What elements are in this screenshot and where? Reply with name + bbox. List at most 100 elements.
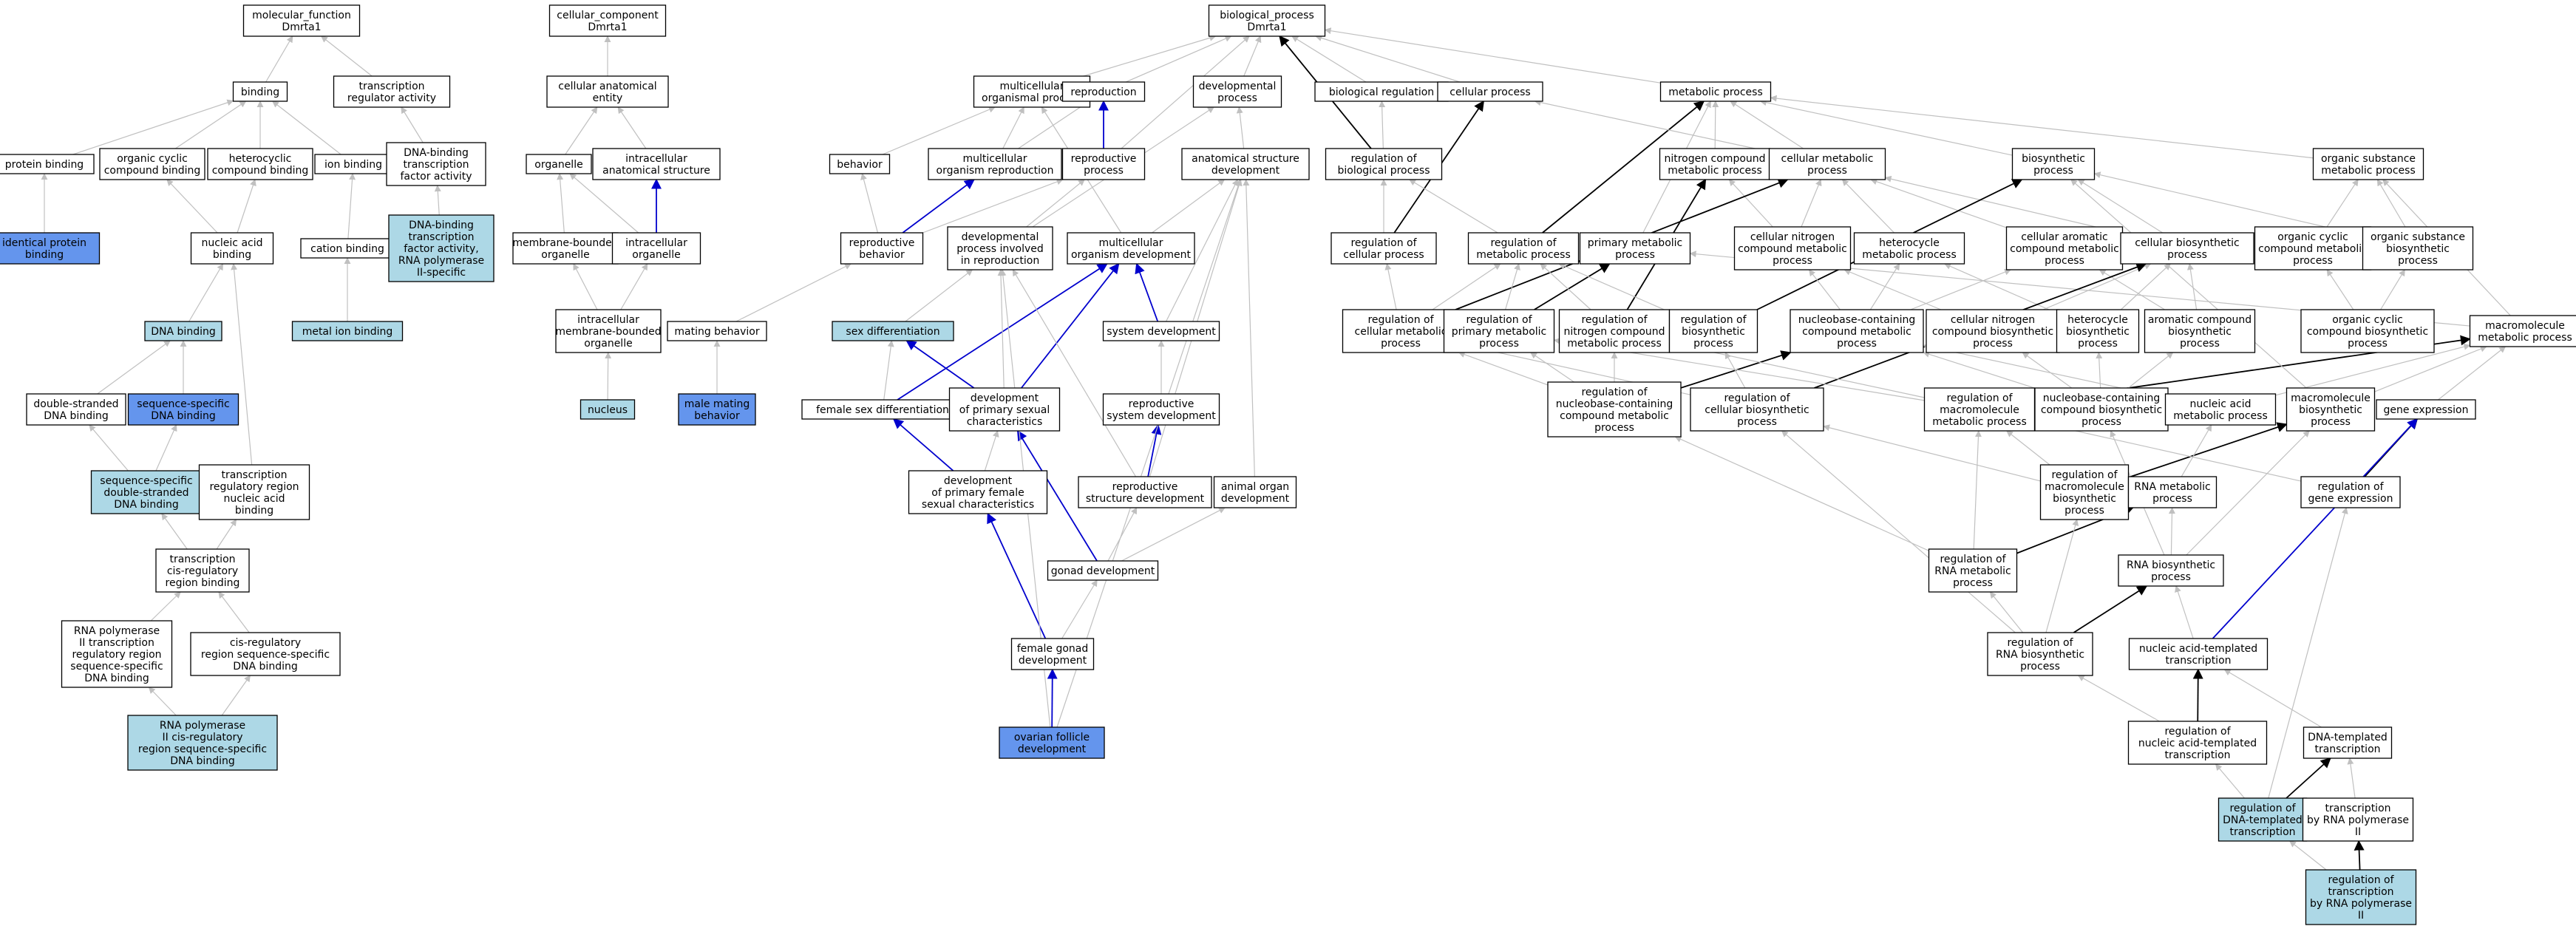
edge-rcbp-to-rbiop	[1724, 352, 1746, 389]
node-label-line: aromatic compound	[2148, 314, 2252, 326]
edge-matb-to-rb	[735, 263, 852, 322]
edge-metp-to-bp	[1324, 27, 1661, 84]
edge-dbtfa-to-tra	[401, 106, 424, 143]
node-box	[2056, 309, 2140, 353]
edge-ge-to-mmp	[2438, 346, 2507, 401]
edge-tra-to-mf	[320, 35, 373, 77]
node-label-line: regulation of	[1581, 387, 1648, 398]
node-box	[2376, 399, 2476, 420]
node-label-line: biosynthetic	[1682, 326, 1745, 338]
node-box	[908, 470, 1048, 514]
edge-ssdsdb-to-ssdb	[155, 424, 177, 471]
node-box	[999, 726, 1105, 759]
node-label-line: organelle	[541, 249, 589, 261]
node-box	[548, 4, 667, 37]
node-label-line: female sex differentiation	[816, 404, 949, 416]
node-label-line: RNA biosynthetic	[1996, 649, 2084, 661]
node-label-line: entity	[593, 92, 623, 104]
node-label-line: sequence-specific	[100, 475, 192, 487]
edge-rbiop-to-rmp	[1558, 263, 1670, 313]
node-label-line: nucleobase-containing	[1556, 398, 1673, 410]
node-label-line: DNA binding	[233, 661, 297, 673]
go-term-node-gd: gonad development	[1047, 560, 1159, 581]
node-box	[1181, 148, 1310, 180]
node-box	[90, 470, 203, 514]
node-box	[207, 148, 313, 180]
node-label-line: binding	[241, 86, 279, 98]
node-label-line: cis-regulatory	[230, 637, 301, 649]
node-layer: molecular_functionDmrta1cellular_compone…	[0, 4, 2576, 925]
edge-hbp-to-cbp	[2120, 263, 2171, 310]
node-label-line: organic cyclic	[2332, 314, 2403, 326]
node-label-line: cellular metabolic	[1355, 326, 1447, 338]
edge-devp-to-bp	[1243, 35, 1262, 77]
node-label-line: biosynthetic	[2386, 243, 2450, 255]
edge-rnabp-to-mbp	[2186, 430, 2310, 556]
edge-imbo-to-mbo	[573, 263, 598, 310]
node-label-line: cellular anatomical	[558, 81, 656, 92]
node-label-line: Dmrta1	[282, 21, 321, 33]
go-term-node-mib: metal ion binding	[291, 321, 404, 341]
node-label-line: identical protein	[2, 237, 86, 249]
node-box	[1668, 309, 1758, 353]
node-box	[1923, 387, 2036, 432]
node-label-line: RNA polymerase	[74, 625, 160, 637]
node-label-line: reproductive	[1071, 153, 1137, 165]
edge-dpfsc-to-fsd	[892, 418, 954, 471]
node-label-line: process	[2033, 165, 2073, 177]
node-label-line: organelle	[534, 159, 582, 171]
edge-rncmp-to-rmp	[1540, 263, 1591, 310]
edge-mbp-to-mmp	[2374, 345, 2487, 392]
node-label-line: DNA-templated	[2308, 732, 2388, 743]
edge-ssdsdb-to-dsdb	[89, 424, 129, 471]
go-term-node-metp: metabolic process	[1659, 81, 1772, 102]
node-box	[1078, 476, 1212, 508]
node-label-line: II-specific	[417, 267, 466, 279]
edge-rnbcmp-to-rcmp	[1458, 351, 1549, 386]
node-label-line: macromolecule	[2291, 392, 2371, 404]
edge-osbp-to-osmp	[2376, 179, 2406, 228]
edge-mbo-to-organelle	[557, 173, 565, 234]
node-label-line: behavior	[859, 249, 905, 261]
node-label-line: process	[1837, 338, 1877, 350]
node-box	[2303, 726, 2393, 759]
edge-rrnabp-to-rmbp	[2045, 519, 2079, 633]
node-label-line: transcription	[408, 231, 474, 243]
node-box	[2302, 797, 2414, 842]
node-box	[26, 393, 126, 426]
node-box	[2254, 226, 2372, 270]
node-box	[2127, 476, 2218, 508]
node-label-line: compound biosynthetic	[1932, 326, 2053, 338]
node-label-line: factor activity	[400, 171, 472, 183]
node-label-line: molecular_function	[252, 10, 351, 21]
edge-sexd-to-dpir	[905, 269, 973, 322]
node-label-line: intracellular	[625, 153, 687, 165]
node-label-line: primary metabolic	[1588, 237, 1683, 249]
node-label-line: process	[1381, 338, 1421, 350]
node-label-line: development	[1019, 655, 1087, 667]
node-label-line: by RNA polymerase	[2307, 814, 2409, 826]
node-box	[840, 232, 924, 265]
edge-rb-to-mor	[902, 179, 975, 234]
edge-ofd-to-asd	[1056, 179, 1242, 728]
node-label-line: nucleobase-containing	[1798, 314, 1916, 326]
edge-nbcbp-to-hbp	[2096, 352, 2103, 389]
edge-rtrp2-to-rdtt	[2289, 840, 2327, 871]
go-term-node-ge: gene expression	[2376, 399, 2476, 420]
node-box	[1061, 81, 1146, 102]
node-label-line: mating behavior	[674, 326, 759, 338]
node-label-line: process	[2151, 571, 2191, 583]
node-label-line: biosynthetic	[2168, 326, 2232, 338]
node-box	[1690, 387, 1824, 432]
